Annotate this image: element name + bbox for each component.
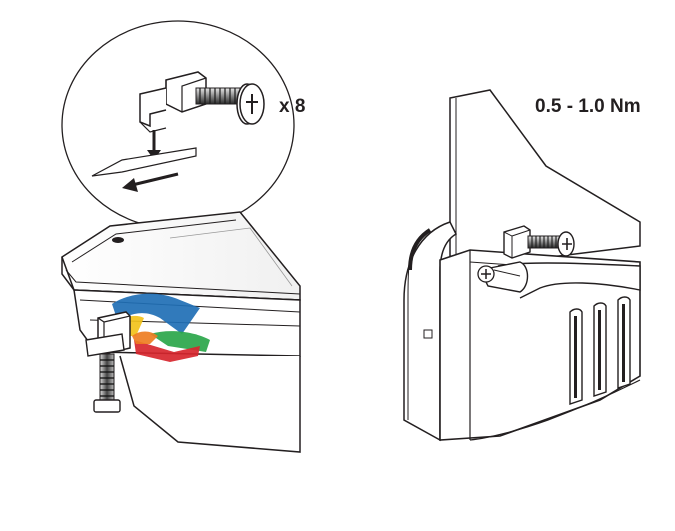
device-right [403, 89, 641, 442]
zoom-callout [61, 20, 295, 319]
quantity-label: x 8 [279, 96, 306, 117]
clamp-bracket [85, 311, 131, 357]
clamp-latch [477, 261, 529, 293]
clamp-screw-mounted [503, 225, 575, 259]
screw-zoomed [195, 83, 265, 125]
device-left [61, 211, 301, 453]
rail-slot-zoomed [91, 147, 197, 177]
torque-spec-label: 0.5 - 1.0 Nm [535, 96, 641, 117]
clamp-bolt [93, 353, 121, 413]
magnifier-circle [61, 20, 295, 230]
slide-left-arrow-icon [122, 172, 179, 192]
brand-logo [112, 293, 210, 362]
